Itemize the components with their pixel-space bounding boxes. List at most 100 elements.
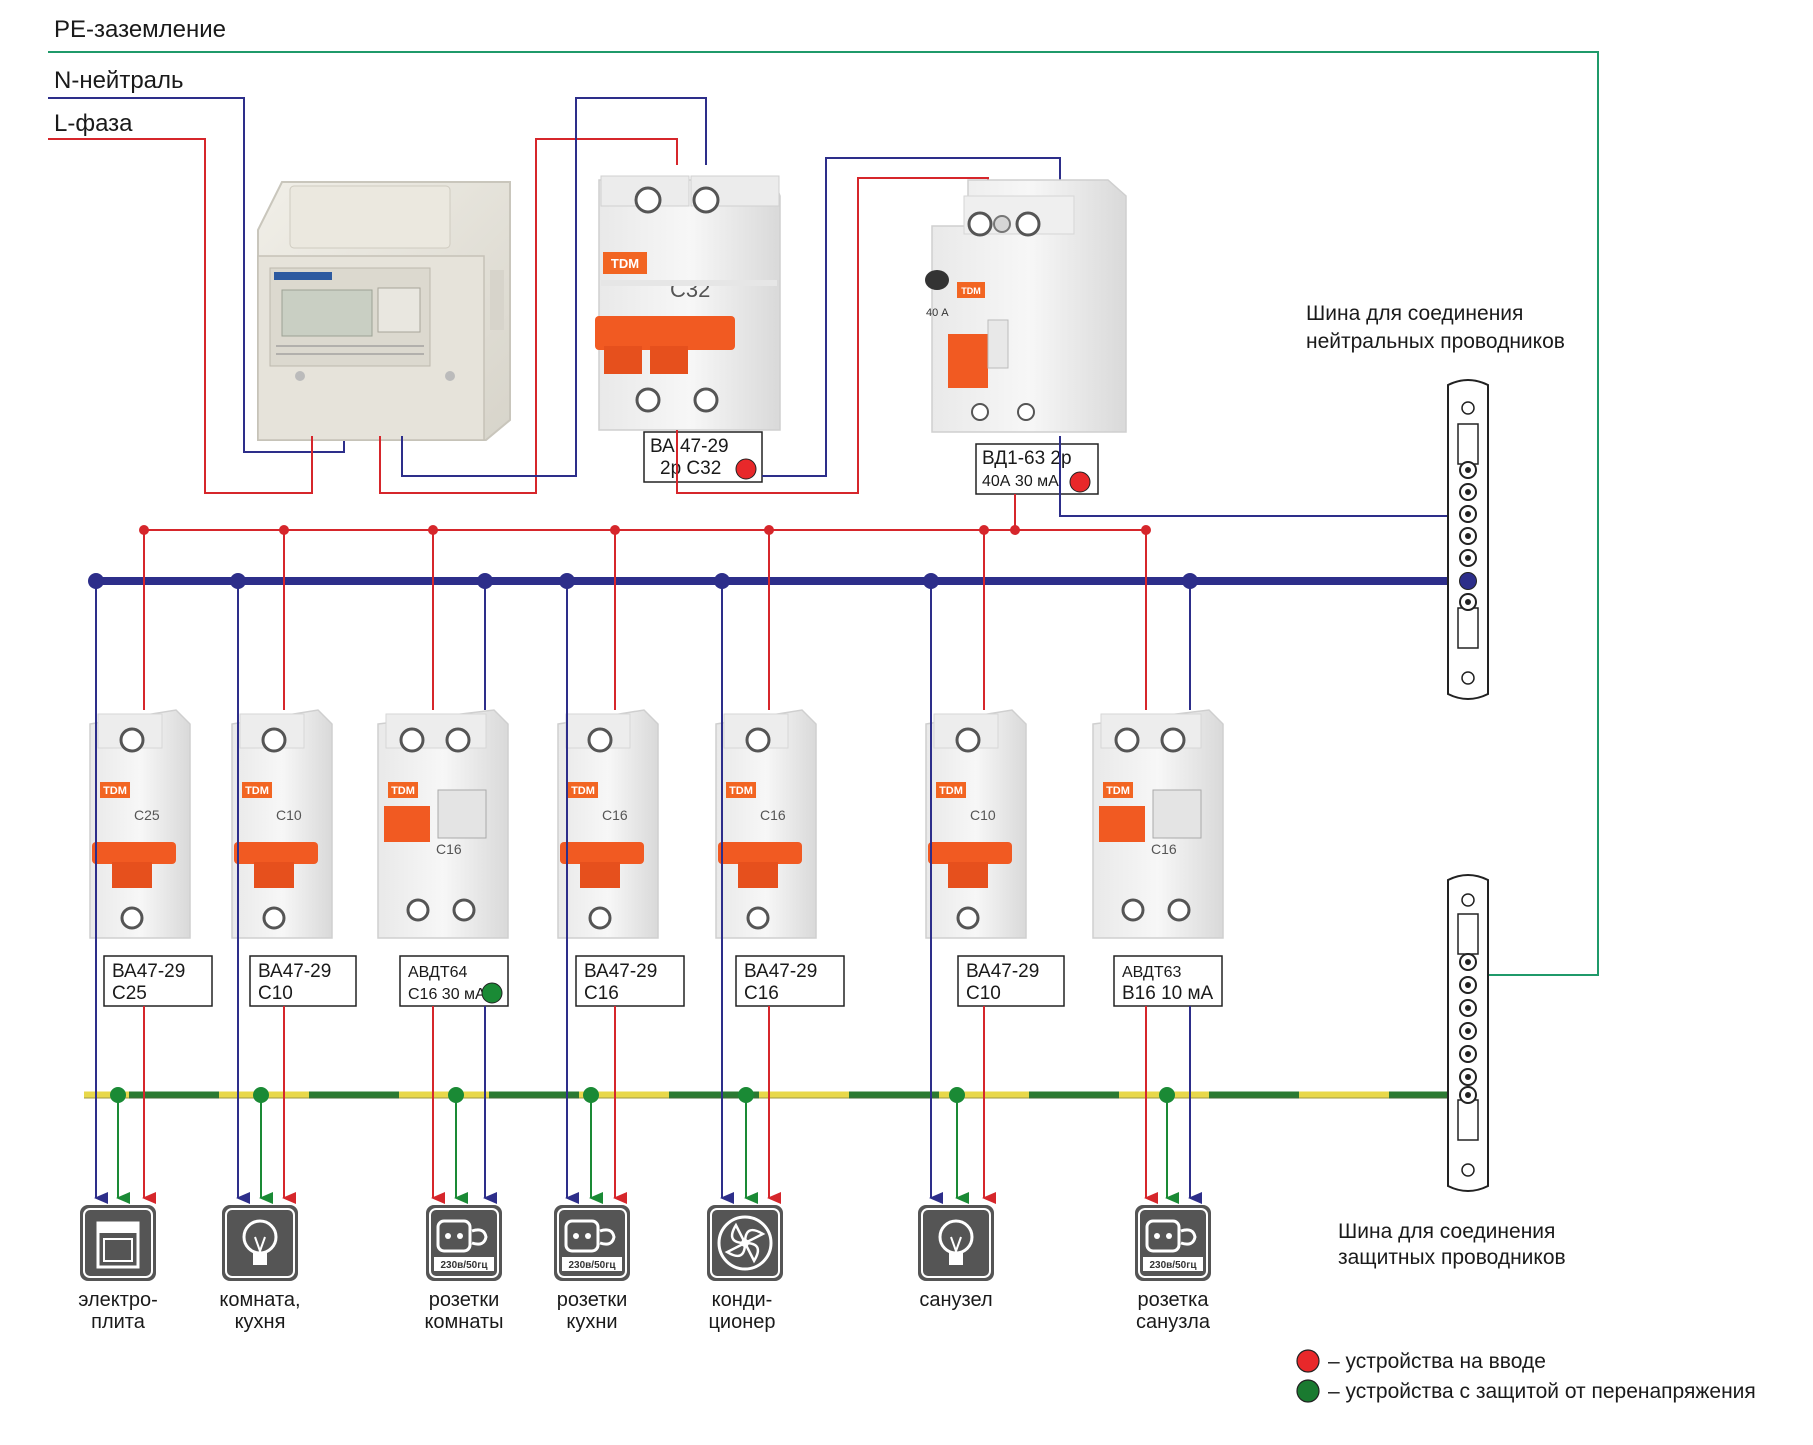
branch-label-line2: С10 xyxy=(258,983,293,1004)
device-brand: TDM xyxy=(1106,785,1130,797)
input-wires xyxy=(48,51,1599,976)
meter-wiring xyxy=(311,97,707,494)
load-label: розетка xyxy=(1138,1289,1210,1311)
socket-rating: 230в/50гц xyxy=(440,1260,488,1271)
neutral-bar-label-1: Шина для соединения xyxy=(1306,302,1523,325)
branch-label-line2: В16 10 мА xyxy=(1122,983,1214,1004)
main-rcd-line2: 40А 30 мА xyxy=(982,473,1059,490)
stove-icon xyxy=(80,1205,156,1281)
breaker-device: TDM C25 xyxy=(89,709,191,939)
branch-label-line1: АВДТ63 xyxy=(1122,964,1182,981)
neutral-bar-screw-center xyxy=(1465,489,1471,495)
device-rating: C16 xyxy=(1151,841,1177,857)
device-rating: C16 xyxy=(436,841,462,857)
socket-icon: 230в/50гц xyxy=(426,1205,502,1281)
load-label: конди- xyxy=(712,1289,773,1311)
breaker-device: TDM C16 xyxy=(557,709,659,939)
branch-label-line1: ВА47-29 xyxy=(112,961,185,982)
legend-red-dot xyxy=(1296,1349,1320,1373)
main-breaker-line2: 2р С32 xyxy=(660,458,721,479)
load-label: розетки xyxy=(557,1289,628,1311)
phase-bus-feed-dot xyxy=(1010,525,1020,535)
main-rcd-line1: ВД1-63 2р xyxy=(982,448,1072,469)
breaker-device: TDM C10 xyxy=(925,709,1027,939)
neutral-input-wire xyxy=(48,97,345,453)
neutral-wire-label: N-нейтраль xyxy=(54,67,184,94)
phase-input-wire xyxy=(48,138,313,494)
socket-rating: 230в/50гц xyxy=(568,1260,616,1271)
rcd-output-wires xyxy=(1014,436,1468,530)
branch-label-line2: С16 xyxy=(744,983,779,1004)
legend-surge-devices: – устройства с защитой от перенапряжения xyxy=(1328,1380,1756,1403)
load-label: кухни xyxy=(566,1311,617,1333)
input-device-red-dot xyxy=(735,458,757,480)
pe-wire-label: PE-заземление xyxy=(54,16,226,43)
neutral-bar-label-2: нейтральных проводников xyxy=(1306,330,1565,353)
main-breaker: TDM C32 xyxy=(595,175,781,431)
legend: – устройства на вводе – устройства с защ… xyxy=(1296,1349,1756,1403)
pe-tap-dot xyxy=(949,1087,965,1103)
socket-icon: 230в/50гц xyxy=(1135,1205,1211,1281)
load-label: кухня xyxy=(235,1311,286,1333)
device-brand: TDM xyxy=(729,785,753,797)
light-bulb-icon xyxy=(918,1205,994,1281)
pe-tap-dot xyxy=(738,1087,754,1103)
neutral-bar-screw-center xyxy=(1465,511,1471,517)
rcbo-device: TDM C16 xyxy=(1092,709,1224,939)
main-rcd: TDM 40 А xyxy=(925,179,1127,433)
device-brand: TDM xyxy=(103,785,127,797)
pe-bar-screw-center xyxy=(1465,1074,1471,1080)
load-label: розетки xyxy=(429,1289,500,1311)
device-rating: C16 xyxy=(602,807,628,823)
device-rating: C10 xyxy=(276,807,302,823)
pe-distribution-bus xyxy=(84,1091,1462,1099)
branch-label-line1: АВДТ64 xyxy=(408,964,468,981)
electricity-meter xyxy=(257,181,511,441)
pe-tap-dot xyxy=(253,1087,269,1103)
main-rcd-label: ВД1-63 2р 40А 30 мА xyxy=(975,443,1099,495)
main-rcd-brand: TDM xyxy=(961,286,981,296)
fan-icon xyxy=(707,1205,783,1281)
pe-tap-dot xyxy=(583,1087,599,1103)
pe-tap-dot xyxy=(1159,1087,1175,1103)
device-brand: TDM xyxy=(571,785,595,797)
load-label: санузла xyxy=(1136,1311,1211,1333)
neutral-bar-screw-center xyxy=(1465,533,1471,539)
neutral-bus-terminal-dot xyxy=(1460,573,1476,589)
protective-bar-label-1: Шина для соединения xyxy=(1338,1220,1555,1243)
socket-rating: 230в/50гц xyxy=(1149,1260,1197,1271)
main-breaker-brand: TDM xyxy=(611,256,639,271)
device-rating: C10 xyxy=(970,807,996,823)
socket-icon: 230в/50гц xyxy=(554,1205,630,1281)
protective-bar-label-2: защитных проводников xyxy=(1338,1246,1566,1269)
device-brand: TDM xyxy=(939,785,963,797)
neutral-bar-screw-center xyxy=(1465,599,1471,605)
pe-tap-dot xyxy=(110,1087,126,1103)
light-bulb-icon xyxy=(222,1205,298,1281)
load-label: ционер xyxy=(708,1311,775,1333)
pe-wire xyxy=(48,51,1599,976)
pe-tap-dot xyxy=(448,1087,464,1103)
device-rating: C25 xyxy=(134,807,160,823)
pe-bar-screw-center xyxy=(1465,1005,1471,1011)
branch-label-line2: С10 xyxy=(966,983,1001,1004)
legend-input-devices: – устройства на вводе xyxy=(1328,1350,1546,1373)
branch-label-line2: С25 xyxy=(112,983,147,1004)
load-label: санузел xyxy=(919,1289,992,1311)
load-label: комната, xyxy=(219,1289,300,1311)
input-device-red-dot xyxy=(1069,471,1091,493)
branch-label-line1: ВА47-29 xyxy=(744,961,817,982)
